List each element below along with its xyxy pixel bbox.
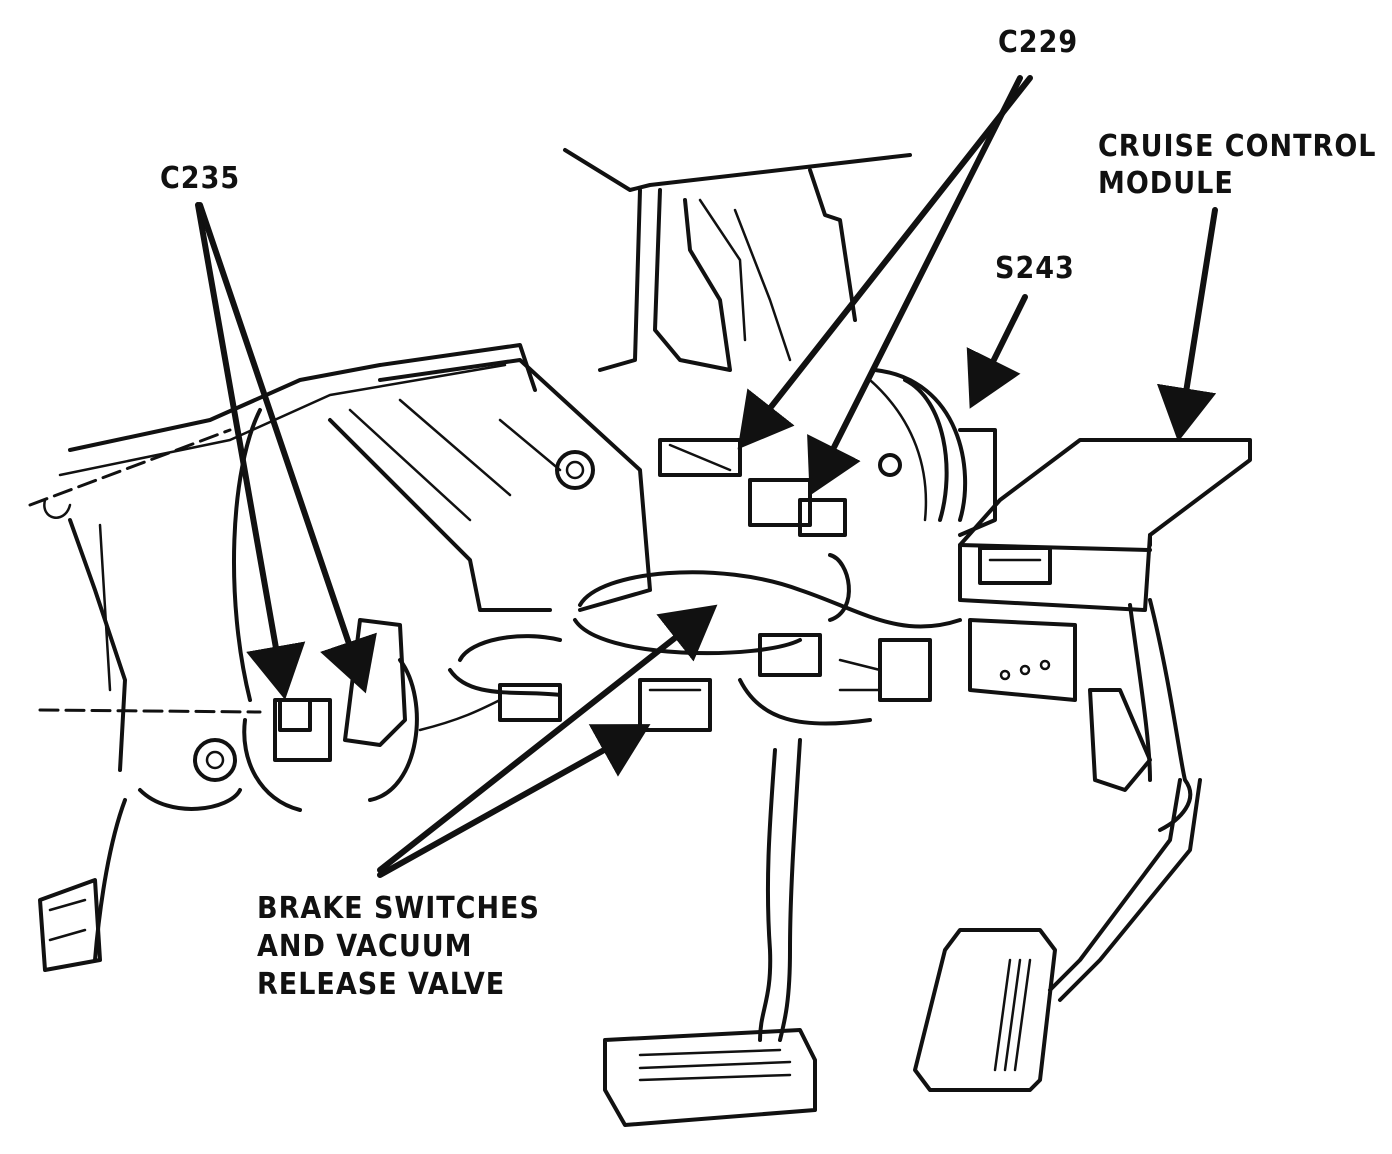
label-cruise-control-module-line2: MODULE xyxy=(1098,166,1234,201)
brake-booster xyxy=(868,368,997,537)
label-s243: S243 xyxy=(995,251,1075,286)
c235-connectors xyxy=(193,408,502,812)
arrow-c229-to-right-connector xyxy=(807,75,1023,496)
arrow-brake-switch xyxy=(377,724,651,878)
connector-c229-left xyxy=(658,438,742,477)
label-c229: C229 xyxy=(998,25,1079,60)
arrow-c235-to-left xyxy=(195,202,306,700)
accelerator-pedal xyxy=(913,598,1202,1092)
wiring-harness xyxy=(448,553,962,726)
arrow-s243 xyxy=(966,294,1028,409)
dash-panel xyxy=(28,343,537,772)
cruise-control-module xyxy=(958,438,1252,612)
arrow-vacuum-valve xyxy=(377,604,718,873)
label-brake-switches-line2: AND VACUUM xyxy=(257,929,473,964)
steering-column xyxy=(563,148,912,372)
arrow-c229-to-left-connector xyxy=(737,75,1033,450)
label-brake-switches-line3: RELEASE VALVE xyxy=(257,967,506,1002)
label-cruise-control-module-line1: CRUISE CONTROL xyxy=(1098,129,1377,164)
label-brake-switches-line1: BRAKE SWITCHES xyxy=(257,891,540,926)
arrow-cruise-module xyxy=(1156,207,1218,442)
center-housing xyxy=(328,358,652,612)
brake-pedal xyxy=(603,738,817,1127)
brake-switch xyxy=(498,678,712,732)
connector-c229-right xyxy=(748,478,847,537)
left-pedal-arm xyxy=(38,788,242,972)
module-bracket xyxy=(968,618,1077,702)
label-c235: C235 xyxy=(160,161,241,196)
leader-arrows xyxy=(195,75,1218,878)
arrow-c235-to-right xyxy=(197,202,377,694)
